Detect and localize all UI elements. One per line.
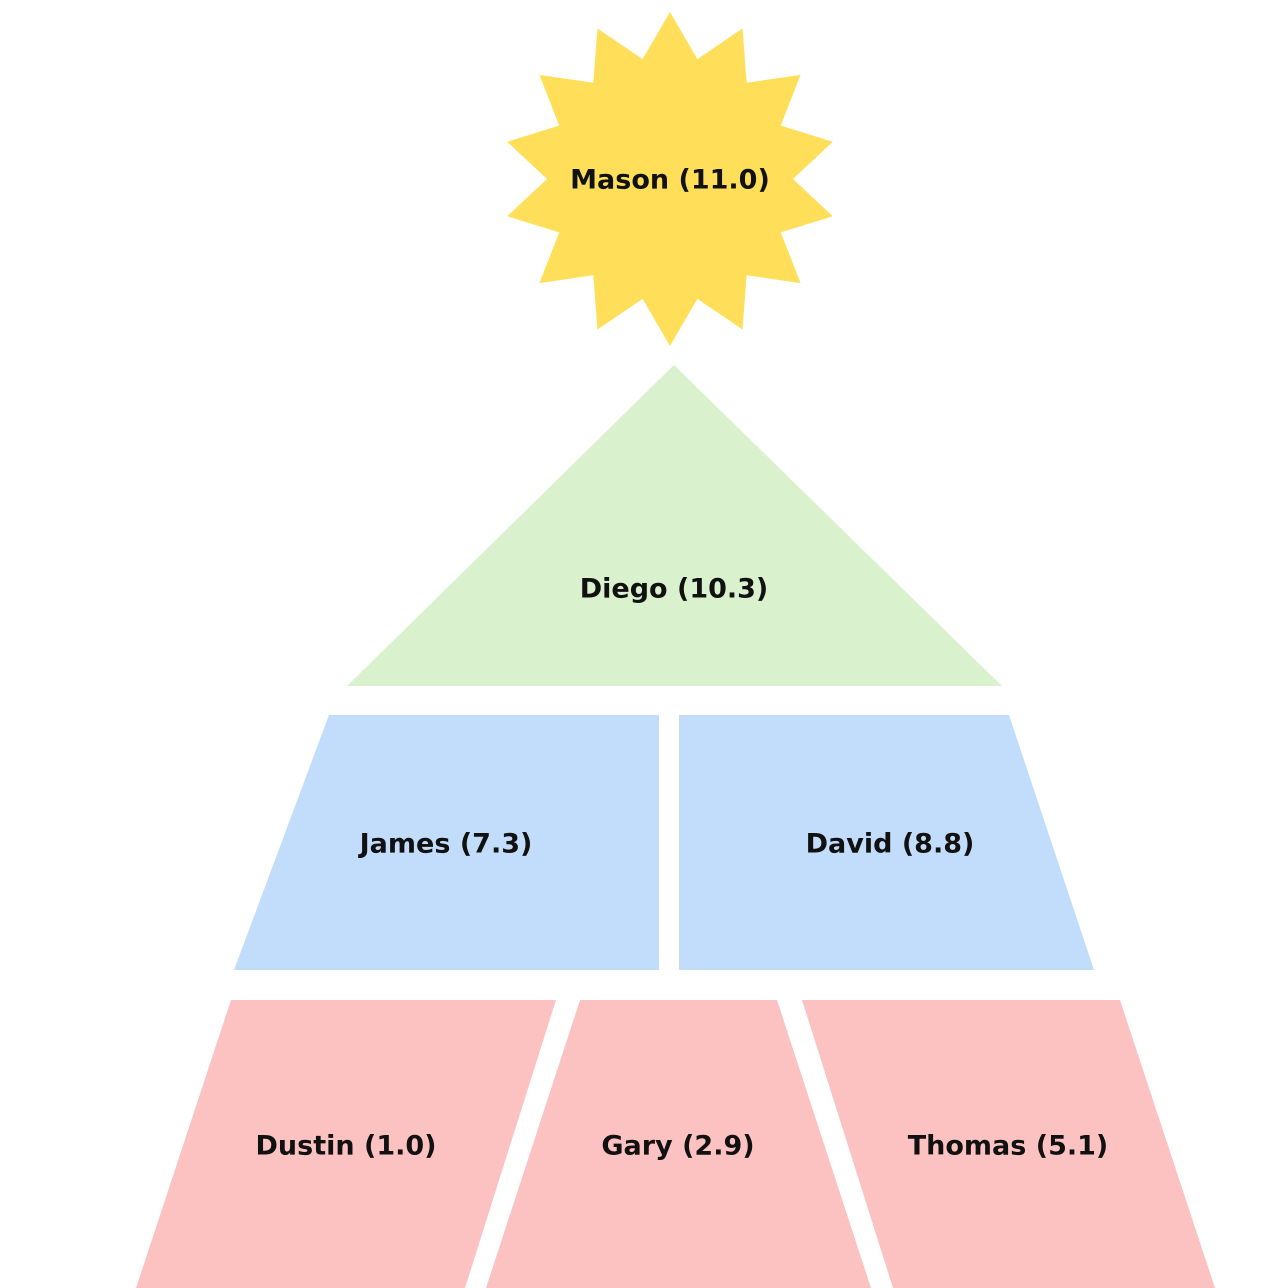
dustin-label: Dustin (1.0) <box>256 1131 437 1162</box>
diego-label: Diego (10.3) <box>580 574 769 605</box>
gary-label: Gary (2.9) <box>601 1131 754 1162</box>
mason-label: Mason (11.0) <box>570 165 770 196</box>
thomas-trapezoid-shape <box>802 1000 1215 1288</box>
james-label: James (7.3) <box>358 829 533 860</box>
mason-star-shape <box>507 12 833 346</box>
david-trapezoid-shape <box>679 715 1094 970</box>
diego-triangle-shape <box>347 365 1002 686</box>
dustin-trapezoid-shape <box>136 1000 556 1288</box>
thomas-label: Thomas (5.1) <box>908 1131 1109 1162</box>
david-label: David (8.8) <box>806 829 975 860</box>
gary-trapezoid-shape <box>486 1000 871 1288</box>
james-trapezoid-shape <box>234 715 659 970</box>
